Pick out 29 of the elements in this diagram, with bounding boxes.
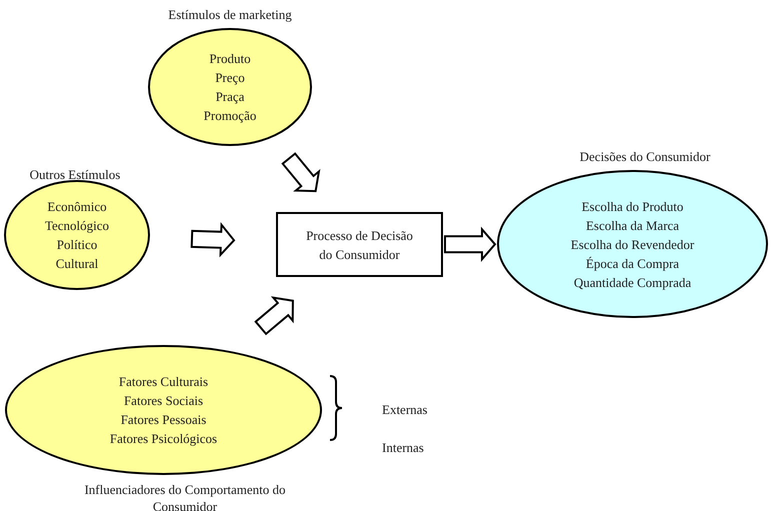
node-text: Quantidade Comprada bbox=[574, 274, 692, 292]
node-heading: Estímulos de marketing bbox=[167, 6, 293, 23]
node-text: Cultural bbox=[56, 255, 98, 273]
node-text: Praça bbox=[216, 88, 244, 106]
side-label: Internas bbox=[382, 439, 424, 457]
node-heading: Outros Estímulos bbox=[28, 166, 122, 183]
node-text: Preço bbox=[215, 69, 245, 87]
side-label: Externas bbox=[382, 401, 428, 419]
block-arrow bbox=[190, 222, 236, 258]
node-text: Processo de Decisão do Consumidor bbox=[306, 226, 413, 264]
node-text: Escolha da Marca bbox=[586, 216, 680, 234]
node-text: Escolha do Produto bbox=[582, 198, 684, 216]
block-arrow bbox=[254, 296, 294, 336]
node-text: Escolha do Revendedor bbox=[570, 236, 694, 254]
node-heading: Influenciadores do Comportamento do Consumidor bbox=[83, 481, 287, 511]
node-text: Produto bbox=[209, 50, 251, 68]
node-text: Fatores Psicológicos bbox=[110, 430, 218, 448]
node-text: Fatores Pessoais bbox=[120, 411, 206, 429]
process-box bbox=[276, 212, 443, 277]
node-text: Época da Compra bbox=[586, 254, 680, 272]
node-text: Promoção bbox=[204, 107, 256, 125]
node-text: Fatores Culturais bbox=[118, 373, 208, 391]
block-arrow bbox=[281, 152, 320, 192]
node-heading: Decisões do Consumidor bbox=[578, 148, 712, 165]
node-text: Fatores Sociais bbox=[124, 392, 204, 410]
block-arrow bbox=[444, 226, 496, 262]
node-text: Político bbox=[56, 236, 98, 254]
node-text: Tecnológico bbox=[44, 217, 110, 235]
node-text: Econômico bbox=[47, 198, 107, 216]
